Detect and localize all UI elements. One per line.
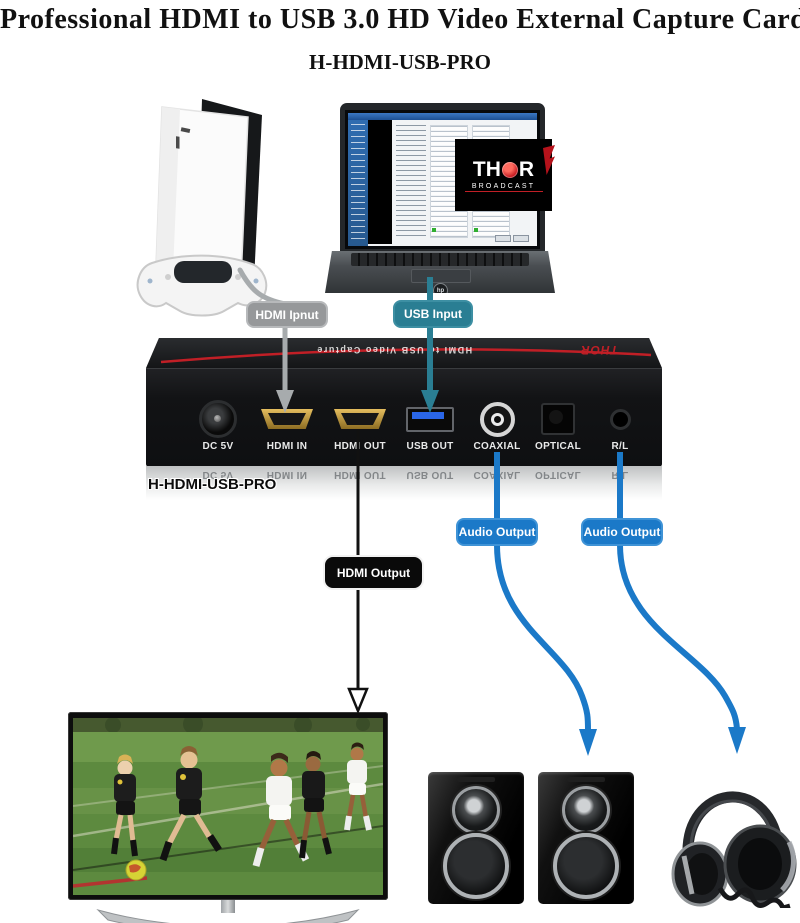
capture-card-device: HDMI to USB Video Capture THOR DC 5V HDM… (146, 338, 662, 500)
soccer-ball (125, 859, 147, 881)
reflection-label: R/L (611, 469, 629, 480)
device-top-face: HDMI to USB Video Capture THOR (146, 338, 662, 368)
laptop-touchpad (411, 269, 471, 283)
audio-arrow-2-icon (728, 727, 746, 754)
ps5-console-graphic (136, 99, 268, 317)
device-top-branding-text: HDMI to USB Video Capture (315, 345, 473, 355)
coiled-cable (717, 886, 791, 911)
port-dc-power: DC 5V (183, 400, 253, 452)
tv-screen-soccer-scene (73, 718, 383, 895)
port-label: HDMI IN (266, 441, 308, 452)
window-preview-pane (368, 120, 392, 244)
window-sidebar-tree (348, 120, 368, 246)
hdmi-output-arrow-icon (347, 687, 369, 715)
speaker-right (538, 772, 634, 904)
soccer-player (111, 754, 138, 857)
port-label: R/L (611, 441, 629, 452)
usb-port-icon (406, 406, 454, 432)
port-label: DC 5V (202, 441, 234, 452)
reflection-label: HDMI OUT (334, 469, 386, 480)
port-label: HDMI OUT (334, 441, 386, 452)
soccer-player (299, 751, 332, 859)
hdmi-output-label: HDMI Output (323, 555, 424, 590)
thor-logo-text-right: R (518, 158, 535, 181)
speaker-left (428, 772, 524, 904)
reflection-label: OPTICAL (535, 469, 581, 480)
ps5-controller (136, 254, 268, 317)
woofer-driver (443, 833, 509, 899)
port-coaxial: COAXIAL (462, 400, 532, 452)
thor-logo-subtext: BROADCAST (471, 183, 536, 190)
red-swoosh (160, 348, 652, 364)
thor-logo-underline (464, 191, 543, 192)
coaxial-port-icon (479, 401, 515, 437)
speaker-port-slot (456, 777, 496, 782)
port-optical: OPTICAL (523, 400, 593, 452)
hdmi-in-port-icon (261, 409, 313, 429)
headphones (658, 756, 800, 911)
tv-stand-neck (221, 900, 235, 913)
laptop: TH R BROADCAST hp (325, 100, 555, 296)
form-label-column (396, 125, 426, 238)
laptop-screen: TH R BROADCAST (340, 103, 555, 253)
dragon-icon (543, 145, 555, 175)
port-rl-audio: R/L (585, 400, 655, 452)
optical-port-icon (541, 403, 575, 435)
soccer-player (344, 742, 372, 831)
tweeter-driver (562, 786, 610, 834)
speaker-port-slot (566, 777, 606, 782)
tv-bezel (68, 712, 388, 900)
audio-output-label-2: Audio Output (581, 518, 663, 546)
woofer-driver (553, 833, 619, 899)
hdmi-input-label: HDMI Ipnut (246, 301, 328, 328)
audio-jack-icon (609, 408, 631, 430)
reflection-label: USB OUT (406, 469, 454, 480)
hdmi-out-port-icon (334, 409, 386, 429)
port-label: USB OUT (406, 441, 454, 452)
status-dot-2 (474, 228, 478, 232)
laptop-keyboard (351, 253, 529, 266)
port-label: COAXIAL (473, 441, 521, 452)
window-button-2 (513, 235, 529, 242)
headband (682, 791, 784, 860)
page-title: Professional HDMI to USB 3.0 HD Video Ex… (0, 4, 800, 35)
ear-cup-left-pad (686, 853, 718, 895)
laptop-base: hp (325, 251, 555, 293)
port-usb-out: USB OUT (395, 400, 465, 452)
device-top-brand: THOR (580, 343, 618, 357)
tv-display (68, 710, 388, 923)
dc-power-jack-icon (199, 400, 237, 438)
port-label: OPTICAL (535, 441, 581, 452)
playstation-logo-icon (176, 127, 191, 149)
soccer-player (252, 752, 310, 867)
window-button-1 (495, 235, 511, 242)
window-title-bar (348, 113, 537, 120)
device-model-label: H-HDMI-USB-PRO (148, 476, 277, 493)
reflection-label: COAXIAL (473, 469, 521, 480)
audio-arrow-1-icon (579, 729, 597, 756)
thor-logo-text-left: TH (472, 158, 501, 181)
ear-cup-right-pad (738, 838, 782, 890)
port-hdmi-in: HDMI IN (252, 400, 322, 452)
port-hdmi-out: HDMI OUT (325, 400, 395, 452)
tv-stand (96, 909, 360, 923)
model-subtitle: H-HDMI-USB-PRO (309, 50, 491, 74)
ps5-console (110, 95, 295, 330)
usb-input-label: USB Input (393, 300, 473, 328)
hp-logo: hp (433, 283, 448, 293)
headband-highlight (689, 799, 775, 849)
globe-icon (501, 162, 518, 178)
audio-output-label-1: Audio Output (456, 518, 538, 546)
thor-broadcast-logo: TH R BROADCAST (455, 139, 555, 211)
status-dot-1 (432, 228, 436, 232)
soccer-player (159, 746, 222, 862)
speakers (428, 772, 642, 906)
tweeter-driver (452, 786, 500, 834)
